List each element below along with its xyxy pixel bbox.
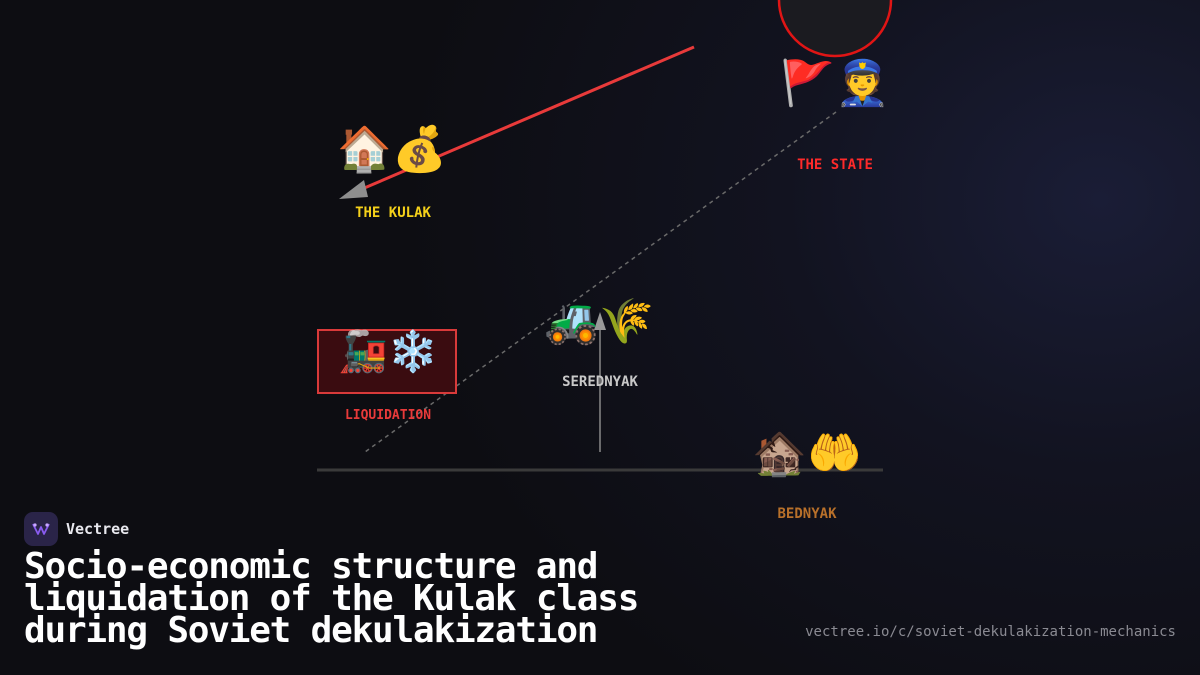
- liquidation-box: [317, 329, 457, 394]
- serednyak-label: SEREDNYAK: [562, 374, 638, 390]
- brand: Vectree: [24, 512, 129, 546]
- state-circle: [777, 0, 893, 58]
- vectree-logo-icon: [24, 512, 58, 546]
- bednyak-label: BEDNYAK: [777, 506, 837, 522]
- state-label: THE STATE: [797, 157, 873, 173]
- kulak-arrowhead: [339, 180, 368, 199]
- brand-name: Vectree: [66, 520, 130, 538]
- liquidation-label: LIQUIDATION: [344, 408, 432, 423]
- state-liquidation-connector: [364, 111, 837, 453]
- liquidation-icons: 🚂❄️: [338, 329, 438, 375]
- page-title: Socio-economic structure and liquidation…: [24, 546, 639, 651]
- serednyak-icons: 🚜🌾: [544, 296, 654, 347]
- bednyak-icons: 🏚️🤲: [752, 428, 862, 479]
- source-url[interactable]: vectree.io/c/soviet-dekulakization-mecha…: [805, 624, 1176, 640]
- state-icons: 🚩👮: [780, 58, 890, 109]
- kulak-label: THE KULAK: [355, 205, 431, 221]
- serednyak-arrowhead: [594, 312, 606, 330]
- state-kulak-pressure-line: [361, 45, 695, 191]
- kulak-icons: 🏠💰: [337, 124, 447, 175]
